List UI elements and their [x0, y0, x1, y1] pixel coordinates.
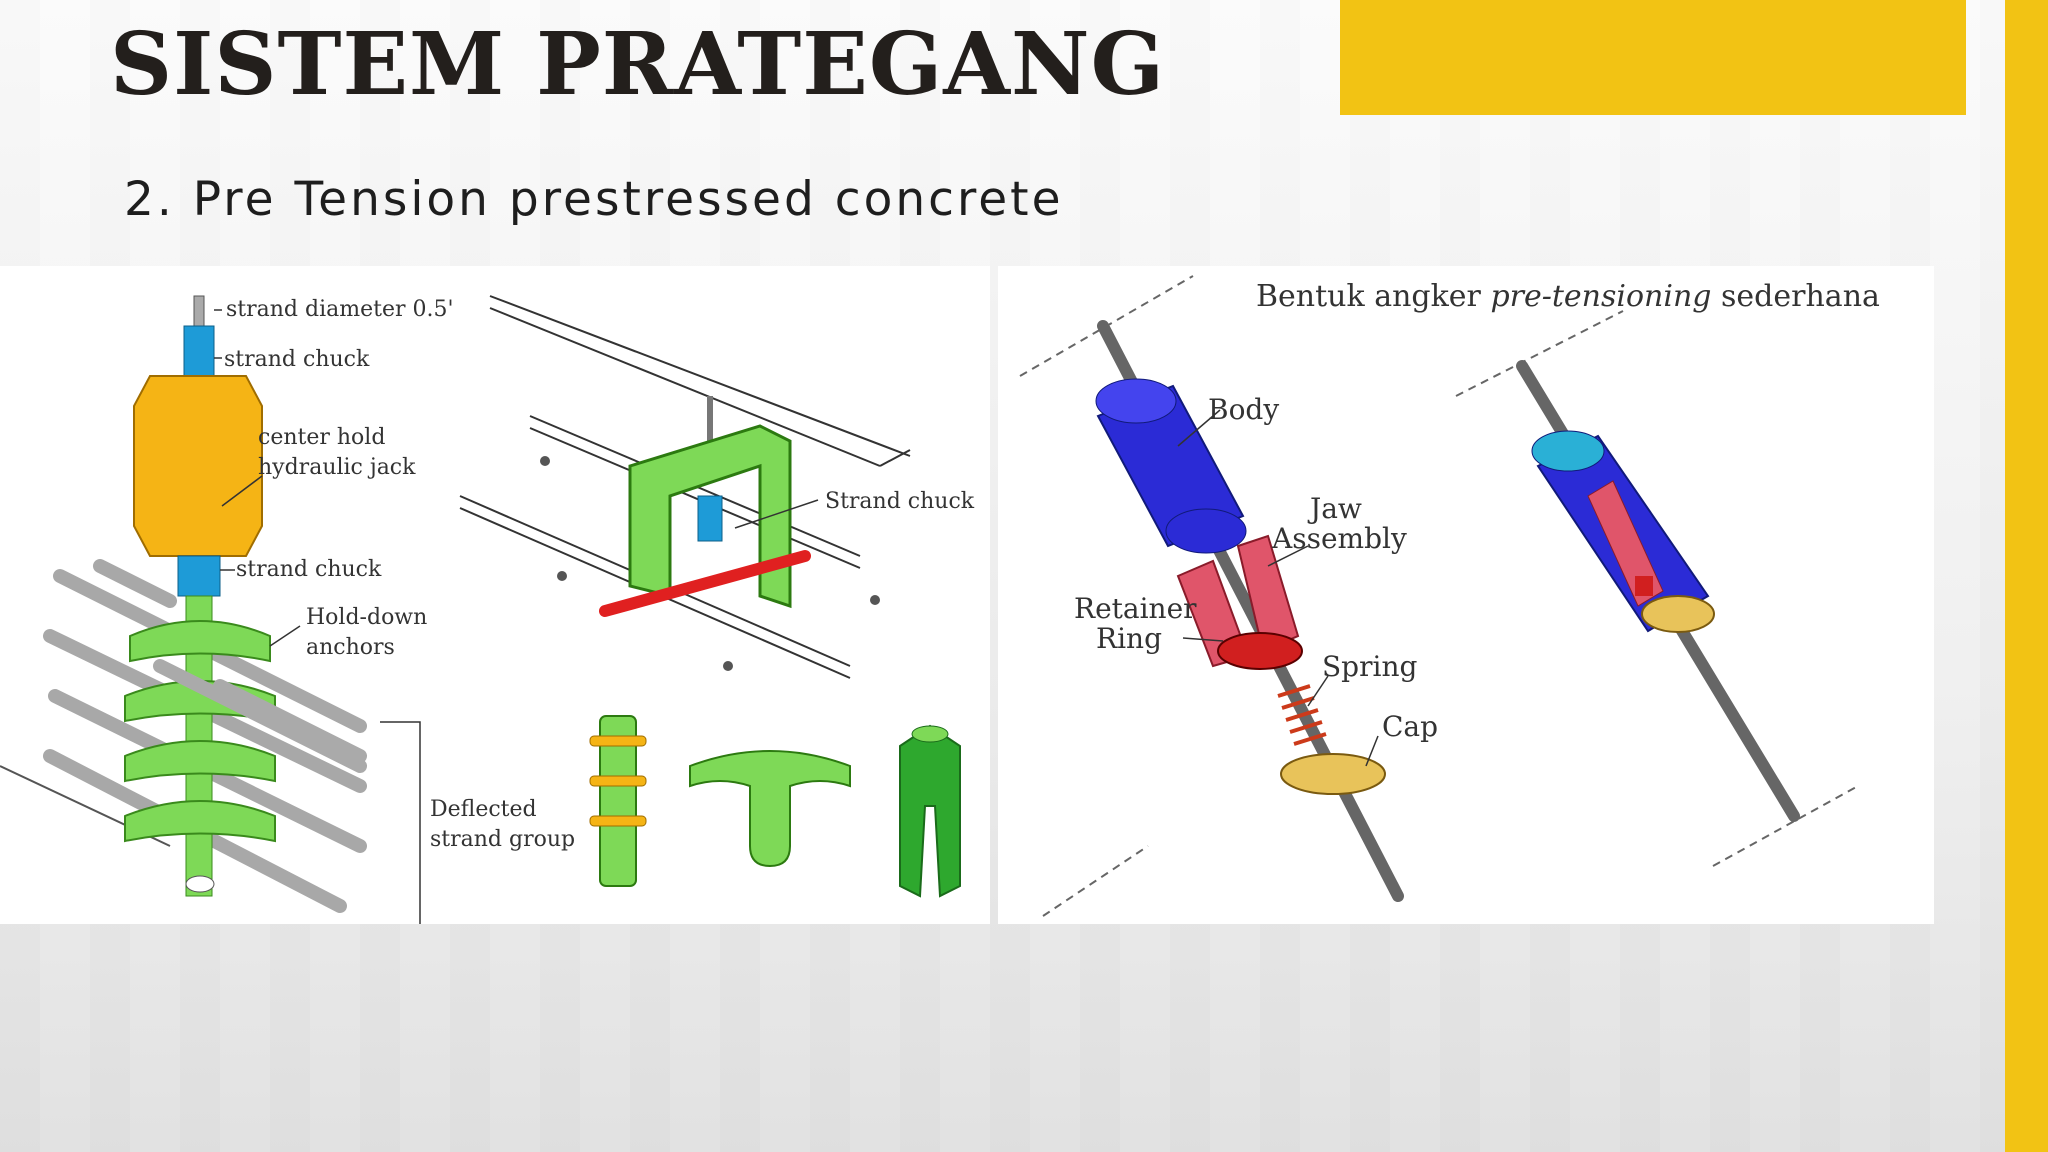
label-strand-chuck-bottom: strand chuck [236, 557, 382, 582]
right-caption: Bentuk angker pre-tensioning sederhana [1256, 279, 1880, 314]
dashed-extents-right [1455, 310, 1859, 867]
label-strand-chuck-middle: Strand chuck [825, 489, 975, 514]
anchor-parts [589, 715, 961, 898]
accent-side-bar [2005, 0, 2048, 1152]
right-diagram-panel: Bentuk angker pre-tensioning sederhana [998, 266, 1934, 924]
caption-prefix: Bentuk angker [1256, 279, 1490, 314]
caption-suffix: sederhana [1712, 279, 1881, 314]
retainer-ring-shape [1217, 632, 1303, 670]
label-hold-down-line1: Hold-down [306, 605, 427, 630]
label-strand-diameter: strand diameter 0.5' [226, 297, 454, 322]
anchor-body-shape [1095, 378, 1247, 554]
hydraulic-jack-shape [133, 375, 263, 557]
assembled-anchor-shape [1531, 430, 1715, 633]
label-jaw-line1: Jaw [1307, 492, 1362, 525]
left-diagram-panel: strand diameter 0.5' strand chuck center… [0, 266, 990, 924]
red-pin [599, 550, 811, 617]
strand-chuck-bracket [628, 424, 792, 609]
frame-holes [540, 456, 880, 671]
label-spring: Spring [1322, 650, 1417, 683]
label-retainer-line2: Ring [1096, 622, 1162, 655]
label-body: Body [1208, 393, 1279, 426]
label-jack-line2: hydraulic jack [258, 455, 416, 480]
right-diagram: Bentuk angker pre-tensioning sederhana [1019, 275, 1880, 917]
slide-title: SISTEM PRATEGANG [110, 14, 1166, 115]
caption-italic: pre-tensioning [1490, 279, 1711, 314]
left-diagram: strand diameter 0.5' strand chuck center… [0, 295, 975, 924]
strand-chuck-middle-shape [697, 495, 723, 542]
label-cap: Cap [1382, 710, 1438, 743]
right-leader-lines [1177, 409, 1379, 767]
label-deflected-line2: strand group [430, 827, 575, 852]
label-jack-line1: center hold [258, 425, 385, 450]
label-retainer-line1: Retainer [1074, 592, 1197, 625]
leader-strand-chuck [734, 499, 819, 529]
spring-shape [1277, 684, 1327, 746]
slide-subtitle: 2. Pre Tension prestressed concrete [124, 172, 1064, 227]
rod-end [185, 875, 215, 893]
label-deflected-line1: Deflected [430, 797, 537, 822]
label-jaw-line2: Assembly [1271, 522, 1407, 555]
label-hold-down-line2: anchors [306, 635, 395, 660]
strand-chuck-bottom-shape [177, 555, 221, 597]
cap-shape [1280, 753, 1386, 795]
label-strand-chuck-top: strand chuck [224, 347, 370, 372]
accent-box [1340, 0, 1966, 115]
